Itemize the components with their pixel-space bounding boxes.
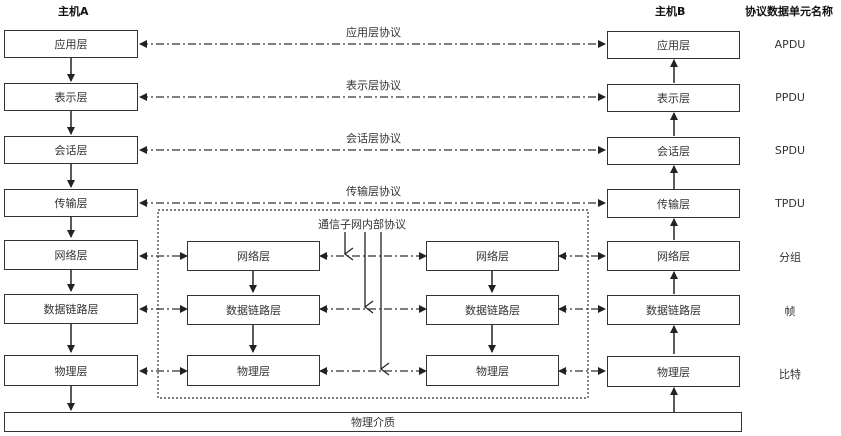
host-a-presentation-layer: 表示层 [4,83,138,111]
unit-packet: 分组 [779,251,801,264]
unit-ppdu: PPDU [775,91,805,104]
unit-bit: 比特 [779,368,801,381]
peer-protocol-lines [139,40,606,207]
host-b-header: 主机B [655,5,686,18]
host-a-application-layer: 应用层 [4,30,138,58]
router2-datalink-layer: 数据链路层 [426,295,559,325]
unit-frame: 帧 [784,305,796,318]
application-protocol-label: 应用层协议 [346,26,401,39]
host-a-router1-lines [139,252,188,375]
router2-physical-layer: 物理层 [426,355,559,386]
host-a-network-layer: 网络层 [4,240,138,270]
host-a-header: 主机A [58,5,89,18]
host-b-session-layer: 会话层 [607,137,740,165]
presentation-protocol-label: 表示层协议 [346,79,401,92]
host-b-physical-layer: 物理层 [607,356,740,387]
host-b-transport-layer: 传输层 [607,189,740,218]
unit-tpdu: TPDU [775,197,805,210]
router1-datalink-layer: 数据链路层 [187,295,320,325]
router1-physical-layer: 物理层 [187,355,320,386]
router1-network-layer: 网络层 [187,241,320,271]
physical-medium: 物理介质 [4,412,742,432]
transport-protocol-label: 传输层协议 [346,185,401,198]
router2-network-layer: 网络层 [426,241,559,271]
host-a-datalink-layer: 数据链路层 [4,294,138,324]
host-b-application-layer: 应用层 [607,31,740,59]
session-protocol-label: 会话层协议 [346,132,401,145]
host-a-transport-layer: 传输层 [4,189,138,217]
unit-apdu: APDU [774,38,806,51]
unit-spdu: SPDU [774,144,806,157]
host-b-presentation-layer: 表示层 [607,84,740,112]
host-b-datalink-layer: 数据链路层 [607,295,740,325]
host-a-session-layer: 会话层 [4,136,138,164]
router1-router2-lines [319,252,427,375]
subnet-protocol-pointers [344,232,390,376]
communication-subnet-boundary [157,209,589,399]
router2-host-b-lines [558,252,606,375]
host-b-network-layer: 网络层 [607,241,740,271]
subnet-protocol-label: 通信子网内部协议 [318,218,406,231]
host-a-physical-layer: 物理层 [4,355,138,386]
unit-column-header: 协议数据单元名称 [745,5,833,18]
